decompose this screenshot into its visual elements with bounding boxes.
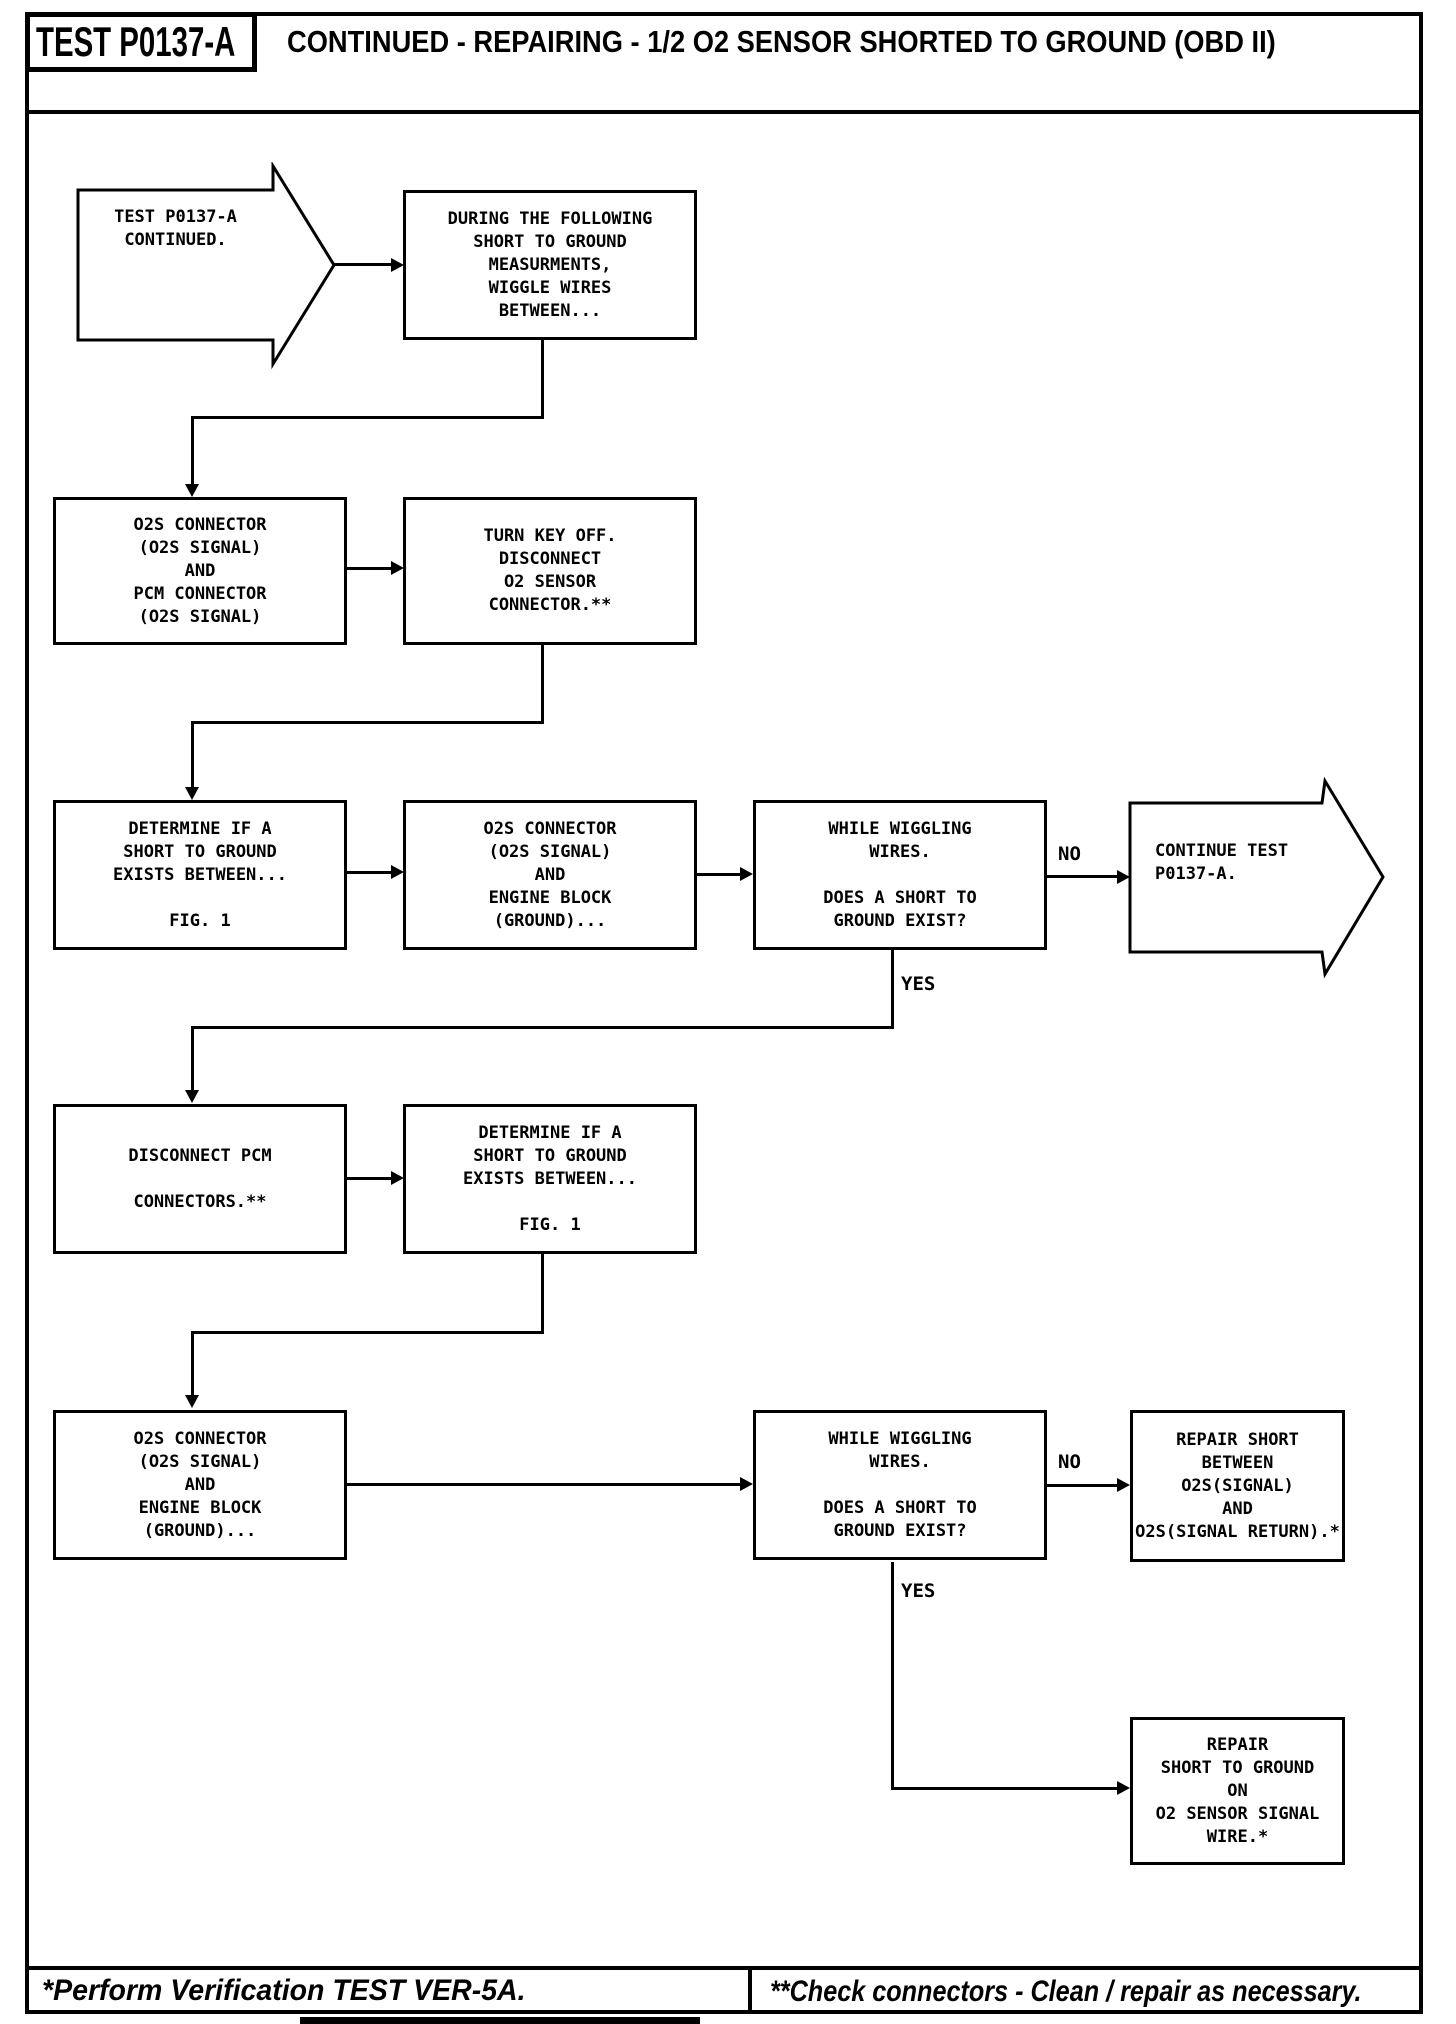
footer-note-left: *Perform Verification TEST VER-5A. [42, 1974, 526, 2007]
flow-node-continue-test: CONTINUE TEST P0137-A. [1155, 841, 1289, 884]
branch-label-yes-2: YES [901, 1580, 936, 1602]
connector-det2-elbow-h [191, 1331, 544, 1334]
arrowhead-into-turnkey [391, 561, 404, 575]
flow-node-o2s-engine-1: O2S CONNECTOR (O2S SIGNAL) AND ENGINE BL… [403, 800, 697, 950]
connector-disconnect-det2 [347, 1177, 391, 1180]
arrowhead-into-o2seng2 [185, 1395, 199, 1408]
flow-node-o2s-pcm: O2S CONNECTOR (O2S SIGNAL) AND PCM CONNE… [53, 497, 347, 645]
flow-node-determine-1: DETERMINE IF A SHORT TO GROUND EXISTS BE… [53, 800, 347, 950]
flow-node-disconnect-pcm: DISCONNECT PCM CONNECTORS.** [53, 1104, 347, 1254]
connector-o2seng1-wiggle1 [697, 873, 741, 876]
flow-node-wiggle-2: WHILE WIGGLING WIRES. DOES A SHORT TO GR… [753, 1410, 1047, 1560]
connector-turnkey-elbow-v1 [541, 645, 544, 723]
connector-yes1-h [191, 1026, 894, 1029]
arrowhead-into-o2seng1 [391, 865, 404, 879]
arrowhead-into-wiggle2 [740, 1477, 753, 1491]
flow-node-turn-key: TURN KEY OFF. DISCONNECT O2 SENSOR CONNE… [403, 497, 697, 645]
page-title: CONTINUED - REPAIRING - 1/2 O2 SENSOR SH… [287, 24, 1276, 59]
arrowhead-into-during [391, 258, 404, 272]
scan-edge-artifact [300, 2017, 700, 2024]
arrowhead-into-determine2 [391, 1171, 404, 1185]
arrowhead-into-repair-signal [1117, 1478, 1130, 1492]
branch-label-no-2: NO [1058, 1451, 1081, 1473]
footer-note-right: **Check connectors - Clean / repair as n… [770, 1975, 1362, 2008]
connector-yes1-v1 [891, 950, 894, 1028]
arrowhead-into-repair-ground [1117, 1781, 1130, 1795]
flow-node-wiggle-1: WHILE WIGGLING WIRES. DOES A SHORT TO GR… [753, 800, 1047, 950]
branch-label-no-1: NO [1058, 843, 1081, 865]
footer-divider [748, 1966, 752, 2014]
start-connector-shape [76, 162, 336, 370]
connector-o2seng2-wiggle2 [347, 1483, 740, 1486]
connector-yes2-v [891, 1562, 894, 1790]
connector-yes1-v2 [191, 1026, 194, 1090]
connector-o2spcm-turnkey [347, 567, 391, 570]
branch-label-yes-1: YES [901, 973, 936, 995]
arrowhead-into-determine1 [185, 787, 199, 800]
connector-during-elbow-v2 [191, 416, 194, 484]
arrowhead-into-wiggle1 [740, 867, 753, 881]
flow-node-o2s-engine-2: O2S CONNECTOR (O2S SIGNAL) AND ENGINE BL… [53, 1410, 347, 1560]
header-test-id: TEST P0137-A [36, 18, 236, 65]
connector-no-1 [1047, 875, 1117, 878]
flow-node-determine-2: DETERMINE IF A SHORT TO GROUND EXISTS BE… [403, 1104, 697, 1254]
connector-start-during [334, 263, 392, 266]
connector-turnkey-elbow-v2 [191, 721, 194, 787]
flow-node-during: DURING THE FOLLOWING SHORT TO GROUND MEA… [403, 190, 697, 340]
connector-det2-elbow-v2 [191, 1331, 194, 1395]
connector-det2-elbow-v1 [541, 1254, 544, 1334]
connector-yes2-h [891, 1787, 1117, 1790]
header-test-id-box: TEST P0137-A [25, 12, 257, 72]
connector-during-elbow-h [191, 416, 544, 419]
flow-node-start: TEST P0137-A CONTINUED. [114, 207, 237, 250]
connector-during-elbow-v1 [541, 340, 544, 419]
flow-node-repair-signal: REPAIR SHORT BETWEEN O2S(SIGNAL) AND O2S… [1130, 1410, 1345, 1562]
connector-turnkey-elbow-h [191, 721, 544, 724]
arrowhead-into-continue [1117, 870, 1130, 884]
header-separator [25, 110, 1423, 114]
connector-no-2 [1047, 1484, 1117, 1487]
connector-det1-o2seng1 [347, 871, 391, 874]
continue-connector-shape [1128, 776, 1385, 979]
footer-separator [25, 1966, 1423, 1970]
page-border [25, 12, 1423, 2014]
flow-node-repair-ground: REPAIR SHORT TO GROUND ON O2 SENSOR SIGN… [1130, 1717, 1345, 1865]
arrowhead-into-disconnect [185, 1090, 199, 1103]
arrowhead-into-o2s-pcm [185, 484, 199, 497]
